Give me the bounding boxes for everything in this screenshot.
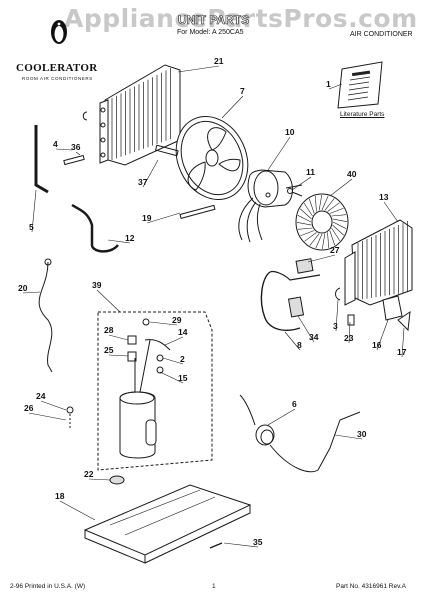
part-27 bbox=[295, 258, 314, 274]
grommet-29 bbox=[142, 318, 150, 326]
callout-13: 13 bbox=[379, 192, 389, 202]
callout-40: 40 bbox=[347, 169, 357, 179]
callout-30: 30 bbox=[357, 429, 367, 439]
part-34 bbox=[287, 296, 305, 318]
page-title: UNIT PARTS bbox=[178, 13, 250, 28]
callout-10: 10 bbox=[285, 127, 295, 137]
refrigerant-tubing bbox=[239, 394, 361, 473]
set-screw bbox=[287, 188, 303, 197]
callout-29: 29 bbox=[172, 315, 182, 325]
callout-39: 39 bbox=[92, 280, 102, 290]
callout-36: 36 bbox=[71, 142, 81, 152]
compressor bbox=[119, 339, 157, 459]
grommet-22 bbox=[109, 475, 125, 485]
literature-parts-card bbox=[337, 61, 383, 109]
base-pan bbox=[83, 484, 252, 564]
condenser-fan-blade bbox=[175, 115, 249, 201]
callout-35: 35 bbox=[253, 537, 263, 547]
brand-name: COOLERATOR bbox=[16, 62, 98, 74]
drain-tube bbox=[34, 125, 49, 194]
callout-6: 6 bbox=[292, 399, 297, 409]
callout-5: 5 bbox=[29, 222, 34, 232]
part-2 bbox=[156, 354, 164, 362]
clip bbox=[82, 111, 88, 121]
capillary-tube bbox=[260, 271, 301, 331]
callout-23: 23 bbox=[344, 333, 354, 343]
callout-2: 2 bbox=[180, 354, 185, 364]
callout-20: 20 bbox=[18, 283, 28, 293]
bracket-17 bbox=[397, 310, 411, 332]
literature-parts-label: Literature Parts bbox=[340, 111, 385, 118]
part-24 bbox=[66, 406, 74, 414]
callout-27: 27 bbox=[330, 245, 340, 255]
product-name: AIR CONDITIONER bbox=[350, 31, 413, 38]
callout-1: 1 bbox=[326, 79, 331, 89]
watermark: AppliancePartsPros.com bbox=[64, 4, 418, 33]
callout-24: 24 bbox=[36, 391, 46, 401]
callout-19: 19 bbox=[142, 213, 152, 223]
part-15 bbox=[156, 366, 164, 374]
callout-37: 37 bbox=[138, 177, 148, 187]
power-cord bbox=[38, 261, 53, 373]
callout-14: 14 bbox=[178, 327, 188, 337]
callout-18: 18 bbox=[55, 491, 65, 501]
callout-34: 34 bbox=[309, 332, 319, 342]
callout-17: 17 bbox=[397, 347, 407, 357]
callout-11: 11 bbox=[306, 167, 315, 177]
callout-16: 16 bbox=[372, 340, 382, 350]
screw-35 bbox=[209, 542, 223, 549]
clip-3 bbox=[335, 287, 341, 301]
compressor-group-outline bbox=[97, 311, 213, 471]
condenser-coil bbox=[99, 64, 181, 166]
callout-4: 4 bbox=[53, 139, 58, 149]
footer-print-info: 2-96 Printed in U.S.A. (W) bbox=[10, 583, 86, 590]
fan-motor bbox=[238, 169, 303, 243]
spacer-37 bbox=[154, 144, 179, 157]
callout-12: 12 bbox=[125, 233, 135, 243]
model-subtitle: For Model: A 250CA5 bbox=[177, 29, 244, 36]
bracket-16 bbox=[382, 295, 403, 321]
bracket-36 bbox=[63, 154, 85, 166]
callout-3: 3 bbox=[333, 321, 338, 331]
part-28 bbox=[127, 335, 137, 345]
callout-21: 21 bbox=[214, 56, 224, 66]
callout-7: 7 bbox=[240, 86, 245, 96]
callout-28: 28 bbox=[104, 325, 114, 335]
callout-22: 22 bbox=[84, 469, 94, 479]
evaporator-coil bbox=[344, 219, 413, 306]
callout-26: 26 bbox=[24, 403, 34, 413]
footer-page-number: 1 bbox=[212, 583, 216, 590]
part-23 bbox=[347, 314, 355, 326]
callout-25: 25 bbox=[104, 345, 114, 355]
callout-8: 8 bbox=[297, 340, 302, 350]
wire-14 bbox=[144, 339, 171, 351]
brand-tagline: ROOM AIR CONDITIONERS bbox=[22, 76, 93, 81]
part-25 bbox=[127, 351, 137, 362]
blower-wheel bbox=[295, 193, 349, 251]
penguin-logo-icon bbox=[51, 20, 67, 44]
callout-15: 15 bbox=[178, 373, 188, 383]
footer-part-number: Part No. 4316961 Rev.A bbox=[336, 583, 406, 590]
tube-12 bbox=[71, 203, 119, 253]
rod-19 bbox=[179, 204, 216, 219]
